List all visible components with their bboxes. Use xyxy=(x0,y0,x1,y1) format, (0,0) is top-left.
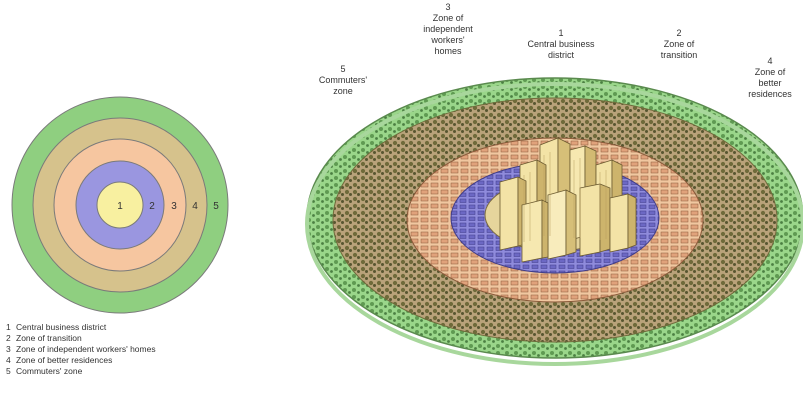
legend-item-text: Zone of better residences xyxy=(16,355,112,365)
legend-item-number: 1 xyxy=(6,322,16,333)
label-zone-1-number: 1 xyxy=(506,28,616,39)
label-zone-5: 5 Commuters' zone xyxy=(306,64,380,97)
label-zone-1-line-2: district xyxy=(506,50,616,61)
label-zone-1: 1 Central business district xyxy=(506,28,616,61)
label-zone-4-line-2: better xyxy=(738,78,802,89)
legend-item-text: Zone of transition xyxy=(16,333,82,343)
label-zone-3-line-1: Zone of xyxy=(408,13,488,24)
legend-item-number: 5 xyxy=(6,366,16,377)
label-zone-1-line-1: Central business xyxy=(506,39,616,50)
label-zone-4: 4 Zone of better residences xyxy=(738,56,802,100)
label-zone-4-line-3: residences xyxy=(738,89,802,100)
label-zone-5-line-2: zone xyxy=(306,86,380,97)
label-zone-2: 2 Zone of transition xyxy=(644,28,714,61)
label-zone-2-number: 2 xyxy=(644,28,714,39)
label-zone-3-line-2: independent xyxy=(408,24,488,35)
label-zone-3-number: 3 xyxy=(408,2,488,13)
label-zone-3-line-4: homes xyxy=(408,46,488,57)
label-zone-2-line-2: transition xyxy=(644,50,714,61)
label-zone-2-line-1: Zone of xyxy=(644,39,714,50)
label-zone-5-number: 5 xyxy=(306,64,380,75)
label-zone-5-line-1: Commuters' xyxy=(306,75,380,86)
legend-item-text: Central business district xyxy=(16,322,106,332)
label-zone-3-line-3: workers' xyxy=(408,35,488,46)
label-zone-4-line-1: Zone of xyxy=(738,67,802,78)
legend-item-text: Zone of independent workers' homes xyxy=(16,344,156,354)
label-zone-3: 3 Zone of independent workers' homes xyxy=(408,2,488,57)
label-zone-4-number: 4 xyxy=(738,56,802,67)
legend-item-number: 2 xyxy=(6,333,16,344)
legend-item-text: Commuters' zone xyxy=(16,366,82,376)
legend-item-number: 3 xyxy=(6,344,16,355)
legend-item-number: 4 xyxy=(6,355,16,366)
